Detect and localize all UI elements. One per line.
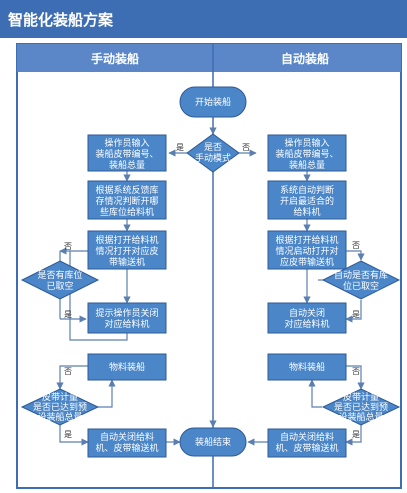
manual-total-line-2: 是否已达到预: [33, 401, 87, 413]
end-label: 装船结束: [195, 436, 231, 448]
label-m-empty-yes: 是: [64, 310, 72, 319]
lane-header-bar: [17, 44, 401, 72]
auto-judge-box: 系统自动判断 开启最适合的 给料机: [267, 180, 347, 220]
auto-close-line-2: 机、皮带输送机: [275, 442, 338, 454]
auto-total-line-3: 设装船总量: [338, 411, 383, 423]
auto-empty-line-1: 自动是否有库: [334, 269, 388, 281]
auto-total-line-1: 皮带计量: [343, 391, 379, 403]
label-m-empty-no: 否: [64, 242, 72, 251]
manual-input-line-2: 装船皮带编号、: [95, 148, 158, 160]
auto-close-line-1: 自动关闭给料: [280, 431, 334, 443]
manual-judge-line-2: 存情况判断开哪: [95, 195, 158, 207]
page-title: 智能化装船方案: [8, 11, 114, 29]
arrow-a-total-no: [308, 379, 322, 408]
mode-decision-line-1: 是否: [204, 142, 222, 153]
manual-prompt-line-2: 对应给料机: [104, 318, 149, 330]
manual-open-box: 根据打开给料机 情况打开对应皮 带输送机: [87, 230, 167, 270]
manual-total-decision: 皮带计量 是否已达到预 设装船总量: [20, 388, 100, 426]
auto-close-feeder-line-2: 对应给料机: [284, 318, 329, 330]
auto-load-label: 物料装船: [289, 361, 325, 373]
manual-empty-decision: 是否有库位 已取空: [20, 260, 100, 300]
title-bar: [0, 0, 407, 38]
lane-header-auto: 自动装船: [281, 51, 329, 66]
manual-close-box: 自动关闭给料 机、皮带输送机: [87, 428, 167, 458]
auto-input-line-3: 装船总量: [289, 159, 325, 171]
manual-close-line-1: 自动关闭给料: [100, 431, 154, 443]
arrow-a-open-decision: [346, 250, 365, 261]
auto-close-box: 自动关闭给料 机、皮带输送机: [267, 428, 347, 458]
manual-close-line-2: 机、皮带输送机: [95, 442, 158, 454]
arrow-m-total-no: [98, 379, 116, 408]
auto-judge-line-3: 给料机: [293, 206, 320, 218]
arrow-a-empty-no: [345, 300, 362, 323]
manual-open-line-2: 情况打开对应皮: [95, 245, 158, 257]
auto-input-line-1: 操作员输入: [284, 137, 329, 149]
label-a-total-yes: 是: [352, 430, 360, 439]
end-terminator: 装船结束: [179, 427, 247, 457]
manual-prompt-line-1: 提示操作员关闭: [95, 307, 158, 319]
auto-open-box: 根据打开给料机 情况启动打开对 应皮带输送机: [267, 230, 347, 270]
auto-empty-line-2: 位已取空: [343, 280, 379, 292]
lane-header-manual: 手动装船: [91, 51, 139, 66]
manual-open-line-1: 根据打开给料机: [95, 234, 158, 246]
start-label: 开始装船: [195, 96, 231, 108]
manual-load-label: 物料装船: [109, 361, 145, 373]
mode-decision: 是否 手动模式: [186, 133, 240, 173]
manual-input-box: 操作员输入 装船皮带编号、 装船总量: [87, 134, 167, 172]
manual-judge-line-1: 根据系统反馈库: [95, 184, 158, 196]
arrow-m-load-to-total: [56, 365, 88, 390]
manual-empty-line-2: 已取空: [46, 280, 73, 292]
label-mode-yes: 是: [176, 143, 184, 152]
start-terminator: 开始装船: [179, 86, 247, 118]
manual-judge-line-3: 些库位给料机: [100, 206, 154, 218]
manual-load-box: 物料装船: [87, 353, 167, 381]
auto-close-feeder-box: 自动关闭 对应给料机: [267, 302, 347, 334]
auto-input-line-2: 装船皮带编号、: [275, 148, 338, 160]
manual-empty-line-1: 是否有库位: [37, 269, 82, 281]
auto-load-box: 物料装船: [267, 353, 347, 381]
manual-open-line-3: 带输送机: [109, 256, 145, 268]
auto-judge-line-2: 开启最适合的: [280, 195, 334, 207]
label-mode-no: 否: [242, 143, 250, 152]
manual-prompt-box: 提示操作员关闭 对应给料机: [87, 302, 167, 334]
label-m-total-yes: 是: [64, 430, 72, 439]
auto-open-line-1: 根据打开给料机: [275, 234, 338, 246]
arrow-m-prompt-loop: [69, 251, 128, 341]
mode-decision-line-2: 手动模式: [195, 152, 231, 164]
auto-close-feeder-line-1: 自动关闭: [289, 307, 325, 319]
auto-total-decision: 皮带计量 是否已达到预 设装船总量: [321, 388, 401, 426]
auto-total-line-2: 是否已达到预: [334, 401, 388, 413]
manual-total-line-3: 设装船总量: [37, 411, 82, 423]
label-a-total-no: 否: [352, 367, 360, 376]
auto-open-line-2: 情况启动打开对: [275, 245, 338, 257]
arrow-a-load-total: [346, 365, 365, 390]
label-a-empty-no: 否: [352, 241, 360, 250]
auto-empty-decision: 自动是否有库 位已取空: [321, 260, 401, 300]
auto-judge-line-1: 系统自动判断: [280, 184, 334, 196]
label-a-empty-yes: 是: [352, 310, 360, 319]
arrow-m-total-yes: [59, 425, 89, 446]
manual-judge-box: 根据系统反馈库 存情况判断开哪 些库位给料机: [87, 180, 167, 220]
auto-open-line-3: 应皮带输送机: [280, 256, 334, 268]
auto-input-box: 操作员输入 装船皮带编号、 装船总量: [267, 134, 347, 172]
manual-total-line-1: 皮带计量: [42, 391, 78, 403]
arrow-a-total-yes: [345, 425, 362, 446]
label-m-total-no: 否: [64, 367, 72, 376]
manual-input-line-3: 装船总量: [109, 159, 145, 171]
manual-input-line-1: 操作员输入: [104, 137, 149, 149]
